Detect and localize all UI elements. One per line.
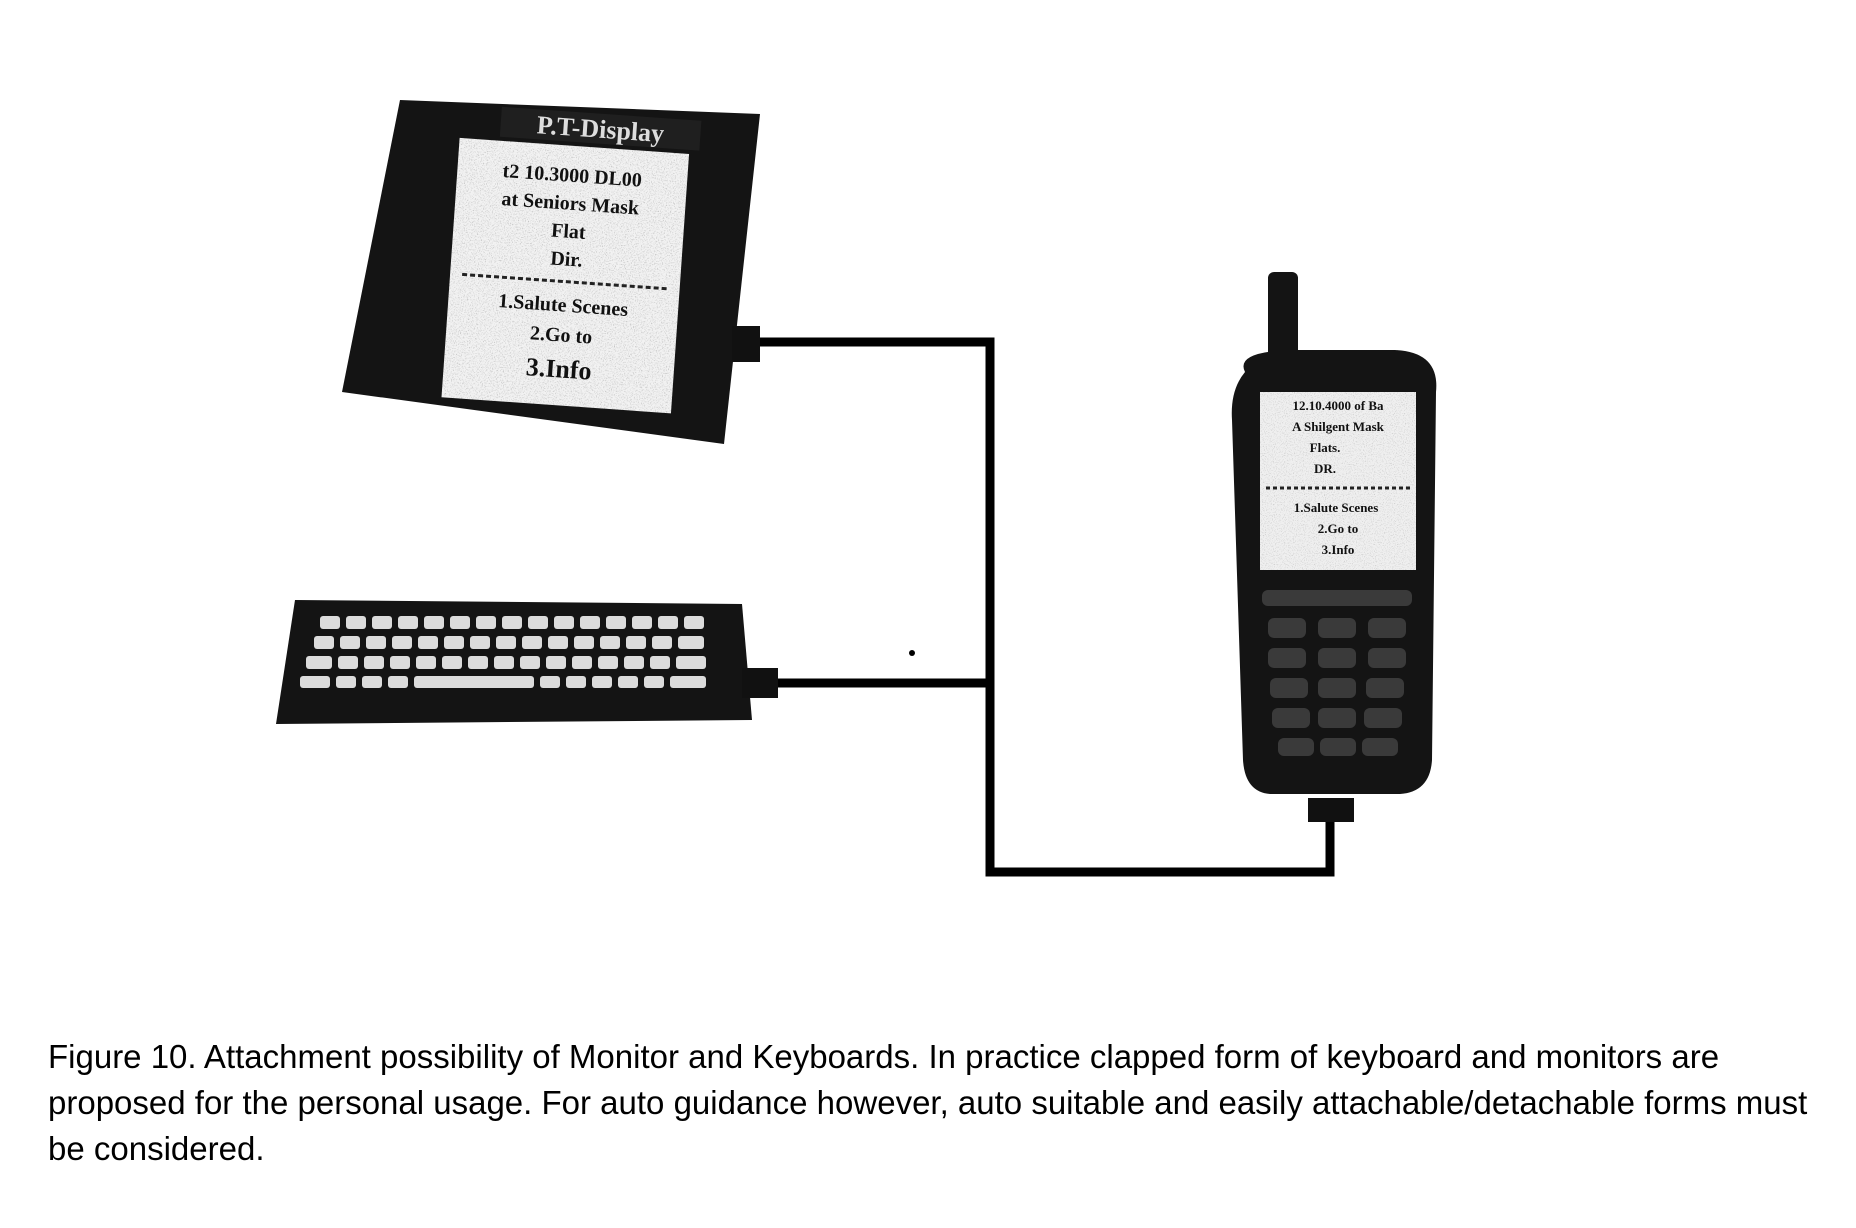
- phone-line-1: 12.10.4000 of Ba: [1293, 398, 1385, 413]
- phone-connector: [1308, 798, 1354, 822]
- scan-speck: [909, 650, 915, 656]
- figure-caption: Figure 10. Attachment possibility of Mon…: [48, 1034, 1838, 1172]
- keyboard: [276, 600, 778, 724]
- monitor-line-4: Dir.: [550, 248, 584, 272]
- monitor-connector: [732, 326, 760, 362]
- mobile-phone: 12.10.4000 of Ba A Shilgent Mask Flats. …: [1232, 272, 1437, 822]
- monitor-line-7: 3.Info: [525, 352, 593, 386]
- phone-line-5: 1.Salute Scenes: [1294, 500, 1379, 515]
- phone-line-2: A Shilgent Mask: [1292, 419, 1385, 434]
- monitor-line-3: Flat: [550, 220, 586, 244]
- monitor-line-6: 2.Go to: [529, 322, 593, 348]
- monitor: P.T-Display t2 10.3000 DL00 at Seniors M…: [342, 100, 760, 444]
- monitor-cable: [760, 342, 990, 683]
- phone-line-3: Flats.: [1310, 440, 1341, 455]
- phone-line-6: 2.Go to: [1318, 521, 1358, 536]
- phone-line-4: DR.: [1314, 461, 1336, 476]
- phone-line-7: 3.Info: [1322, 542, 1355, 557]
- keyboard-connector: [742, 668, 778, 698]
- device-attachment-diagram: P.T-Display t2 10.3000 DL00 at Seniors M…: [0, 0, 1856, 1000]
